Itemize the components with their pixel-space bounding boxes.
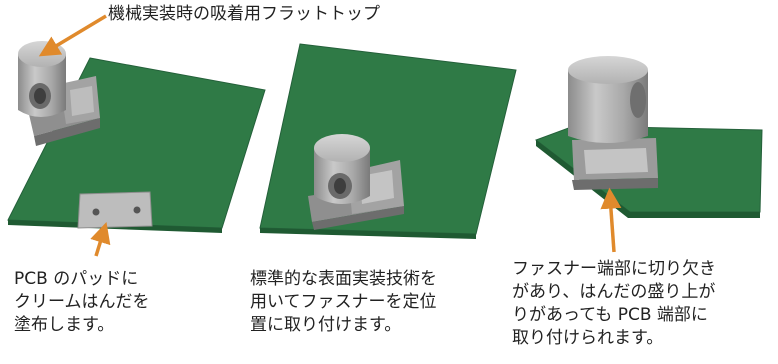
caption-left-line-3: 塗布します。: [14, 315, 115, 335]
caption-middle-line-3: 置に取り付けます。: [250, 315, 402, 335]
pad-hole-right: [133, 206, 141, 214]
caption-middle: 標準的な表面実装技術を 用いてファスナーを定位 置に取り付けます。: [250, 268, 437, 337]
flat-top-label: 機械実装時の吸着用フラットトップ: [108, 4, 380, 24]
caption-right-line-1: ファスナー端部に切り欠き: [512, 259, 716, 279]
pad-hole-left: [92, 208, 100, 216]
caption-right-line-2: があり、はんだの盛り上が: [512, 282, 716, 302]
caption-right-line-4: 取り付けられます。: [512, 328, 664, 348]
right-panel: [534, 56, 763, 218]
caption-right-line-3: りがあっても PCB 端部に: [512, 305, 708, 325]
caption-left-line-2: クリームはんだを: [14, 292, 150, 312]
middle-panel: [259, 43, 517, 239]
arrow-flat-top: [38, 14, 107, 57]
caption-left: PCB のパッドに クリームはんだを 塗布します。: [14, 268, 150, 337]
caption-left-line-1: PCB のパッドに: [14, 269, 139, 289]
fastener-middle: [308, 134, 404, 230]
solder-pad: [77, 191, 153, 229]
pcb-board-middle-edge: [260, 228, 476, 239]
fastener-left: [18, 41, 100, 146]
caption-middle-line-2: 用いてファスナーを定位: [250, 292, 437, 312]
fastener-right: [568, 56, 658, 190]
caption-middle-line-1: 標準的な表面実装技術を: [250, 269, 437, 289]
arrow-notch: [600, 187, 622, 253]
arrow-solder-pad: [90, 221, 111, 257]
left-panel: [7, 41, 266, 233]
caption-right: ファスナー端部に切り欠き があり、はんだの盛り上が りがあっても PCB 端部に…: [512, 258, 716, 350]
